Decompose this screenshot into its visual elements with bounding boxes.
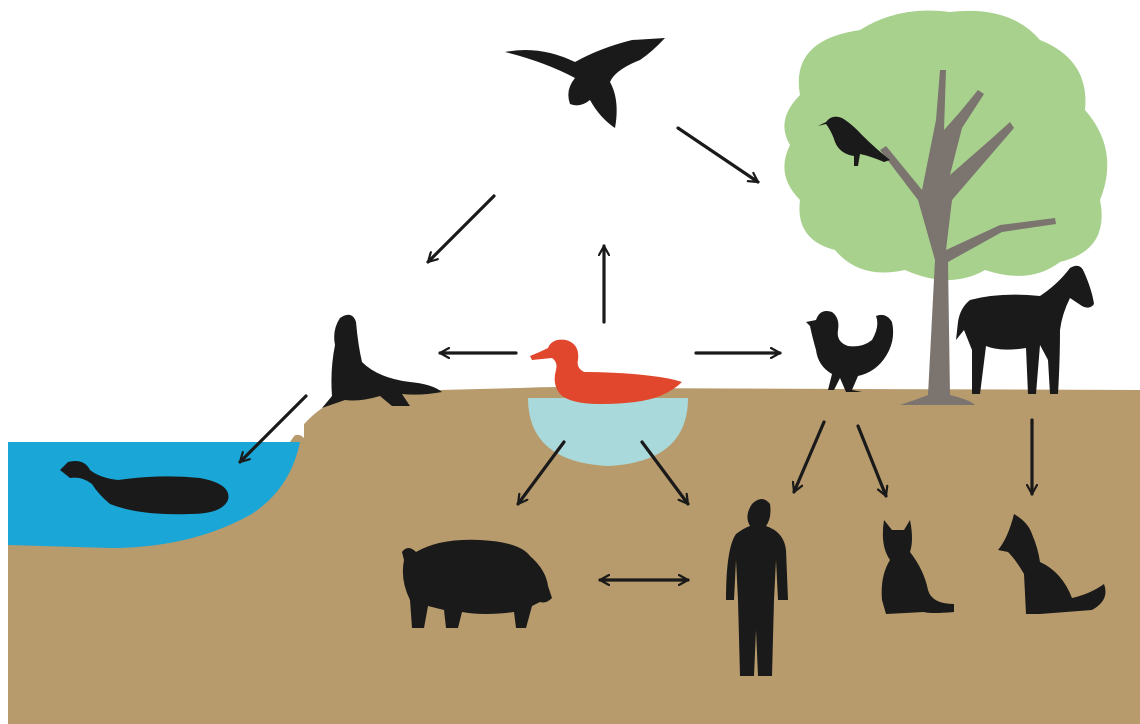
transmission-diagram — [0, 0, 1140, 724]
diagram-canvas — [0, 0, 1140, 724]
